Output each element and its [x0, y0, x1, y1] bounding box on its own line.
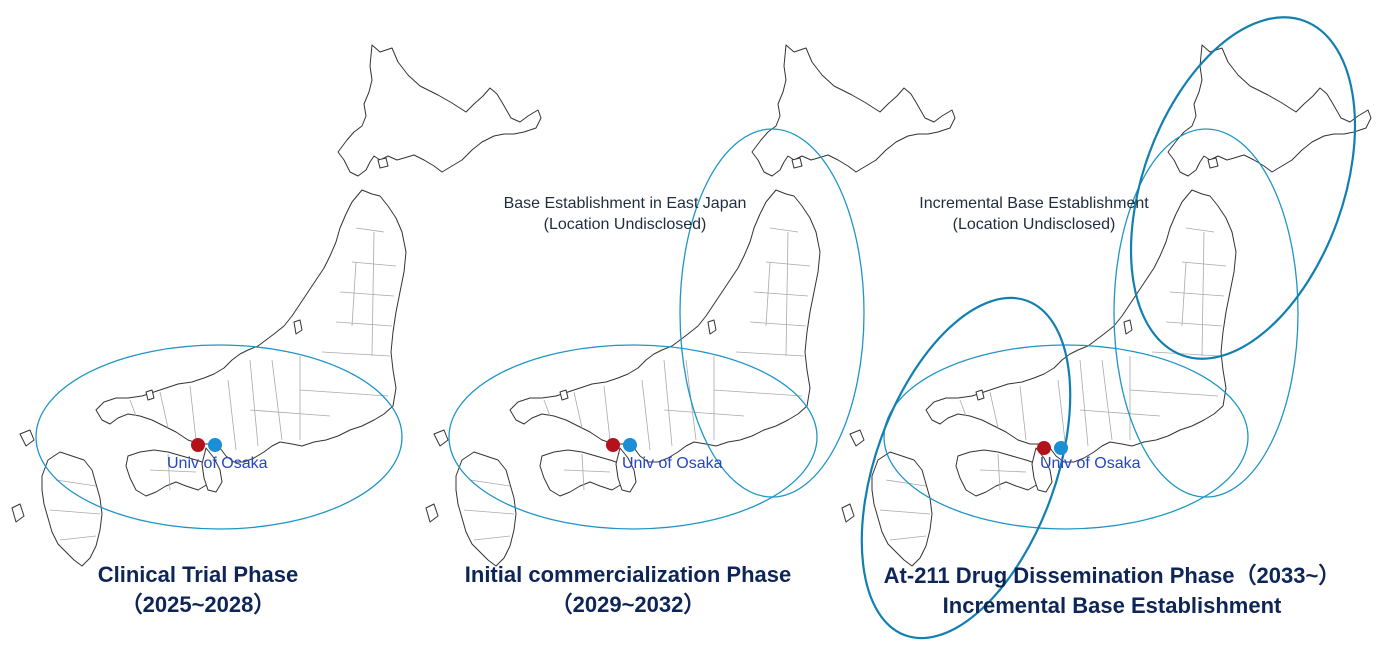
kyushu-shikoku-zone-ellipse: [860, 296, 1072, 640]
osaka-site-label: Univ of Osaka: [622, 455, 723, 472]
phase-title-dissemination: At-211 Drug Dissemination Phase（2033~） I…: [852, 561, 1372, 621]
phase-title-clinical: Clinical Trial Phase （2025~2028）: [48, 560, 348, 620]
region-label-east-japan: Base Establishment in East Japan (Locati…: [465, 193, 785, 235]
osaka-site-label: Univ of Osaka: [167, 455, 268, 472]
region-label-incremental: Incremental Base Establishment (Location…: [884, 193, 1184, 235]
east-japan-zone-ellipse: [1113, 128, 1299, 498]
phase-title-line: （2029~2032）: [550, 592, 706, 617]
phase-title-line: （2025~2028）: [120, 592, 276, 617]
phase-title-initial: Initial commercialization Phase （2029~20…: [428, 560, 828, 620]
base-marker: [1037, 441, 1051, 455]
region-label-line: (Location Undisclosed): [543, 216, 707, 233]
kansai-zone-ellipse: [35, 344, 403, 530]
base-marker: [606, 438, 620, 452]
region-label-line: (Location Undisclosed): [952, 216, 1116, 233]
osaka-university-marker: [1054, 441, 1068, 455]
osaka-university-marker: [623, 438, 637, 452]
osaka-university-marker: [208, 438, 222, 452]
phase-title-line: Initial commercialization Phase: [464, 562, 792, 587]
phase-title-line: Incremental Base Establishment: [942, 593, 1282, 618]
kansai-zone-ellipse: [883, 344, 1249, 530]
hokkaido-tohoku-zone-ellipse: [1129, 16, 1357, 360]
osaka-site-label: Univ of Osaka: [1040, 455, 1141, 472]
region-label-line: Incremental Base Establishment: [919, 195, 1149, 212]
east-japan-zone-ellipse: [679, 128, 865, 498]
phase-title-line: At-211 Drug Dissemination Phase（2033~）: [883, 563, 1341, 588]
region-label-line: Base Establishment in East Japan: [503, 195, 747, 212]
phase-title-line: Clinical Trial Phase: [97, 562, 299, 587]
kansai-zone-ellipse: [448, 344, 818, 530]
base-marker: [191, 438, 205, 452]
